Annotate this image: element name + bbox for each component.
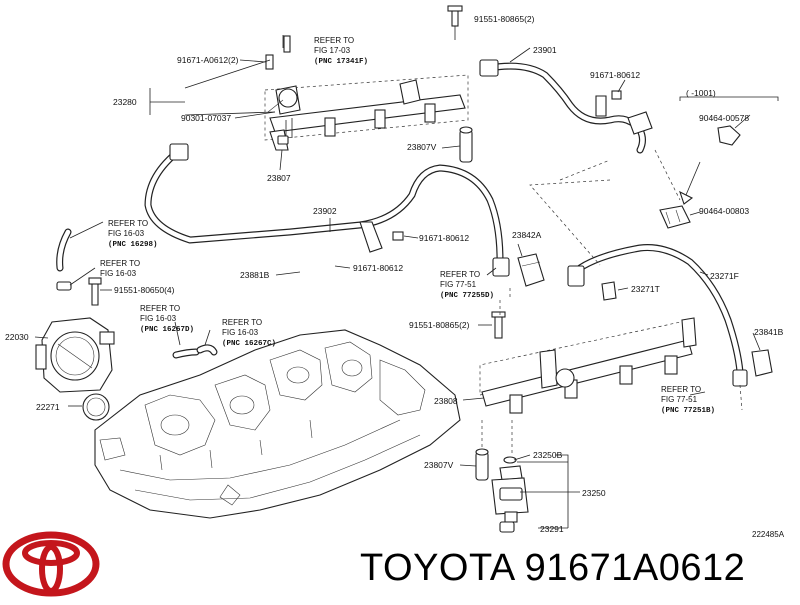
clips-drawing <box>659 125 741 229</box>
label-23807V-bot: 23807V <box>424 460 454 470</box>
intake-manifold-drawing <box>94 329 461 519</box>
label-23280: 23280 <box>113 97 137 107</box>
label-refer-16298-3: (PNC 16298) <box>108 241 158 249</box>
label-91551-80865-top: 91551-80865(2) <box>474 14 535 24</box>
label-refer-16267C-2: FIG 16-03 <box>222 328 259 337</box>
upper-fuel-rail-drawing <box>264 35 469 151</box>
label-refer-16-03-b1: REFER TO <box>100 259 140 268</box>
injector-top-drawing <box>459 126 473 163</box>
fuel-tube-23271F-drawing <box>567 244 773 387</box>
label-22030: 22030 <box>5 332 29 342</box>
label-refer-17-03-a: REFER TO <box>314 36 354 45</box>
label-23902: 23902 <box>313 206 337 216</box>
toyota-logo <box>2 531 100 597</box>
fuel-tube-23902-drawing <box>144 143 510 277</box>
label-refer-77-51-a2: FIG 77-51 <box>440 280 477 289</box>
label-90464-00803: 90464-00803 <box>699 206 749 216</box>
part-labels: 91551-80865(2) 23901 91671-A0612(2) REFE… <box>5 14 785 539</box>
left-small-hoses <box>56 228 218 359</box>
label-refer-77-51-a3: (PNC 77255D) <box>440 292 494 300</box>
label-23808: 23808 <box>434 396 458 406</box>
label-refer-77-51-b2: FIG 77-51 <box>661 395 698 404</box>
label-refer-16298-2: FIG 16-03 <box>108 229 145 238</box>
label-diagram-id: 222485A <box>752 530 785 539</box>
label-23881B: 23881B <box>240 270 270 280</box>
label-refer-77-51-b1: REFER TO <box>661 385 701 394</box>
label-91551-80650: 91551-80650(4) <box>114 285 175 295</box>
brand-part-number: TOYOTA 91671A0612 <box>360 547 746 589</box>
connector-23842A-drawing <box>517 253 545 287</box>
label-23807V-top: 23807V <box>407 142 437 152</box>
label-91671-A0612: 91671-A0612(2) <box>177 55 239 65</box>
label-refer-17-03-b: FIG 17-03 <box>314 46 351 55</box>
label-23901: 23901 <box>533 45 557 55</box>
label-refer-16267D-2: FIG 16-03 <box>140 314 177 323</box>
label-23250B: 23250B <box>533 450 563 460</box>
label-refer-16267C-1: REFER TO <box>222 318 262 327</box>
label-refer-77-51-b3: (PNC 77251B) <box>661 407 715 415</box>
label-91551-80865-mid: 91551-80865(2) <box>409 320 470 330</box>
label-23291: 23291 <box>540 524 564 534</box>
label-91671-80612-top: 91671-80612 <box>590 70 640 80</box>
label-23271T: 23271T <box>631 284 660 294</box>
label-23842A: 23842A <box>512 230 542 240</box>
label-23271F: 23271F <box>710 271 739 281</box>
label-refer-77-51-a1: REFER TO <box>440 270 480 279</box>
label-91671-80612-mid: 91671-80612 <box>419 233 469 243</box>
label-23841B: 23841B <box>754 327 784 337</box>
label-22271: 22271 <box>36 402 60 412</box>
label-90301-07037: 90301-07037 <box>181 113 231 123</box>
label-refer-16267D-1: REFER TO <box>140 304 180 313</box>
label-range: ( -1001) <box>686 88 716 98</box>
lower-fuel-rail-drawing <box>479 311 697 414</box>
label-23807: 23807 <box>267 173 291 183</box>
label-refer-17-03-c: (PNC 17341F) <box>314 58 368 66</box>
leader-lines <box>34 26 779 529</box>
label-91671-80612-mid2: 91671-80612 <box>353 263 403 273</box>
label-refer-16-03-b2: FIG 16-03 <box>100 269 137 278</box>
throttle-body-drawing <box>35 317 115 421</box>
label-23250: 23250 <box>582 488 606 498</box>
label-90464-00578: 90464-00578 <box>699 113 749 123</box>
injector-assembly-drawing <box>475 448 529 533</box>
label-refer-16298-1: REFER TO <box>108 219 148 228</box>
label-refer-16267C-3: (PNC 16267C) <box>222 340 276 348</box>
label-refer-16267D-3: (PNC 16267D) <box>140 326 194 334</box>
fuel-tube-23901-drawing <box>447 5 653 154</box>
